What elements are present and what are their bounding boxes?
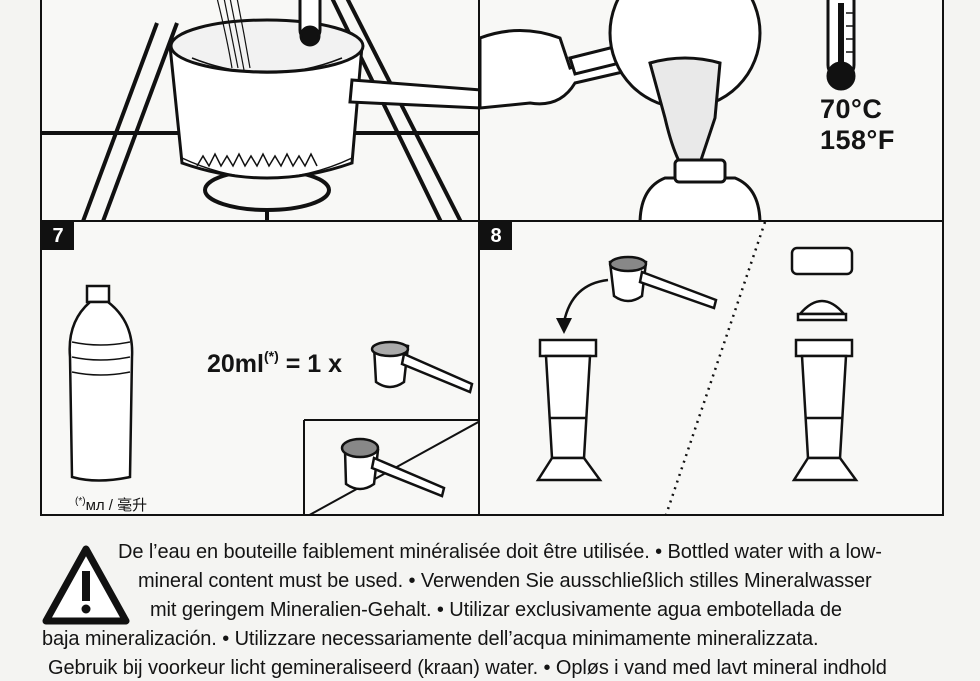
warning-line-3: mit geringem Mineralien-Gehalt. • Utiliz…: [150, 599, 842, 621]
divider-dotted-line: [665, 222, 767, 514]
warning-line-1: De l’eau en bouteille faiblement minéral…: [118, 541, 882, 563]
dose-marker: (*): [263, 348, 279, 364]
curved-arrow-icon: [562, 278, 609, 323]
thermometer-icon: [298, 0, 322, 47]
saucepan-icon: [168, 18, 478, 180]
bottle-neck-icon: [638, 176, 762, 220]
warning-line-2: mineral content must be used. • Verwende…: [138, 570, 872, 592]
temperature-readout: 70°C 158°F: [820, 94, 895, 156]
pouring-illustration: [480, 0, 856, 220]
measuring-scoop-icon: [370, 340, 474, 394]
warning-triangle-icon: [42, 545, 130, 625]
step-8-illustration: [535, 222, 859, 514]
cylinder-container-closed-icon: [790, 246, 859, 482]
measuring-scoop-heaped-icon: [340, 437, 446, 498]
cylinder-container-open-icon: [535, 338, 603, 482]
step-7-illustration: [68, 284, 478, 514]
panel-boil-water: [40, 0, 480, 222]
measuring-scoop-icon: [608, 255, 718, 310]
water-bottle-icon: [68, 284, 134, 482]
warning-line-4: baja mineralización. • Utilizzare necess…: [42, 628, 819, 650]
footnote-marker: (*): [75, 496, 86, 507]
step-8-number: 8: [480, 222, 512, 250]
panel-step-8: 8: [478, 220, 944, 516]
warning-line-5: Gebruik bij voorkeur licht gemineralisee…: [48, 657, 887, 679]
temperature-fahrenheit: 158°F: [820, 125, 895, 155]
footnote-text: мл / 毫升: [85, 497, 148, 514]
thermometer-icon: [826, 0, 856, 91]
temperature-celsius: 70°C: [820, 94, 883, 124]
step-7-number: 7: [42, 222, 74, 250]
panel-pour-into-bottle: 70°C 158°F: [478, 0, 944, 222]
saucepan-on-burner-illustration: [42, 0, 478, 220]
dose-amount: 20ml: [207, 350, 264, 378]
pouring-water-stream: [216, 0, 251, 71]
dose-rest: = 1 x: [278, 350, 343, 378]
footnote: (*)мл / 毫升: [75, 494, 148, 514]
dose-formula: 20ml(*) = 1 x: [207, 348, 342, 379]
panel-step-7: 7 20ml(*) = 1 x (*)мл / 毫升: [40, 220, 480, 516]
